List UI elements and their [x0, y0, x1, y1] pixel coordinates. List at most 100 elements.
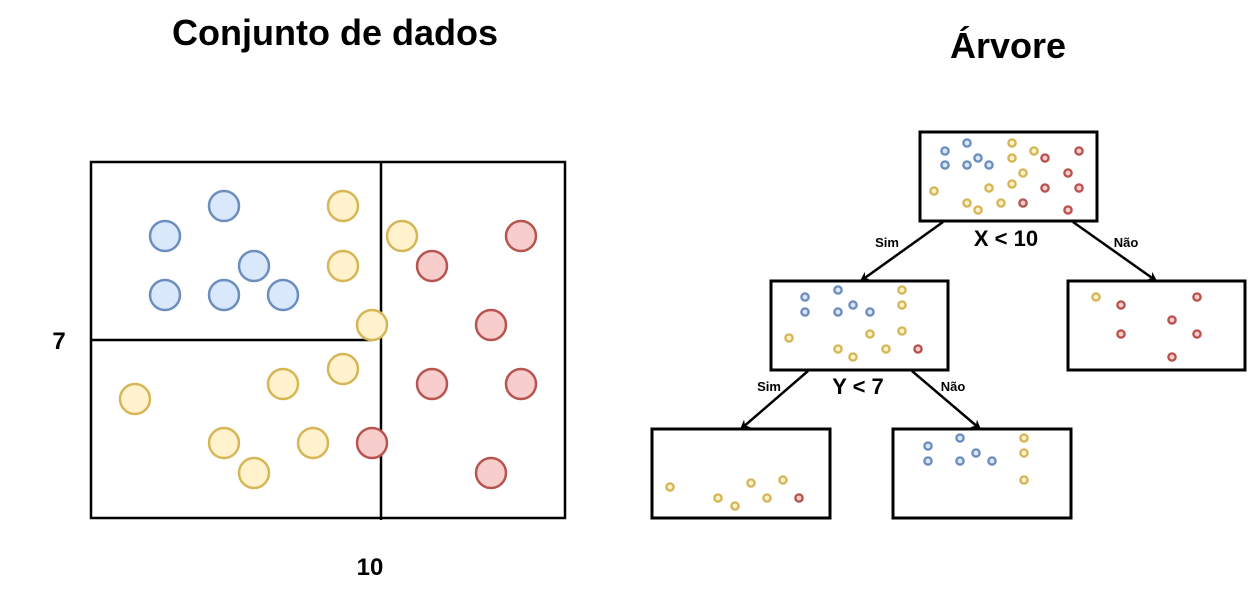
tree-left-right-leaf	[891, 427, 1073, 520]
node-dot-yellow	[929, 186, 939, 196]
node-dot-yellow	[865, 329, 875, 339]
node-dot-blue	[848, 300, 858, 310]
tree-left-node	[769, 279, 950, 372]
edge-child-yes	[739, 370, 809, 430]
node-dot-yellow	[848, 352, 858, 362]
node-dot-blue	[955, 456, 965, 466]
node-dot-red	[1167, 352, 1177, 362]
data-point-yellow	[237, 456, 271, 490]
node-dot-blue	[940, 146, 950, 156]
tree-node-dots	[665, 138, 1202, 511]
child-yes-label: Sim	[757, 379, 781, 394]
node-dot-blue	[940, 160, 950, 170]
node-dot-blue	[962, 138, 972, 148]
node-dot-blue	[923, 441, 933, 451]
root-condition-label: X < 10	[974, 226, 1038, 251]
tree-left-left-leaf	[650, 427, 832, 520]
child-no-label: Não	[941, 379, 966, 394]
y-split-label: 7	[52, 328, 65, 355]
node-dot-blue	[962, 160, 972, 170]
edge-child-no	[911, 370, 982, 430]
node-dot-yellow	[996, 198, 1006, 208]
edge-root-no	[1072, 220, 1158, 282]
node-dot-yellow	[897, 285, 907, 295]
data-point-yellow	[326, 249, 360, 283]
node-dot-red	[1116, 300, 1126, 310]
node-dot-yellow	[1091, 292, 1101, 302]
data-point-blue	[148, 278, 182, 312]
dataset-points	[118, 189, 538, 490]
node-dot-yellow	[713, 493, 723, 503]
node-dot-blue	[955, 433, 965, 443]
node-dot-red	[1040, 153, 1050, 163]
data-point-blue	[237, 249, 271, 283]
node-dot-yellow	[762, 493, 772, 503]
data-point-yellow	[326, 189, 360, 223]
node-dot-blue	[971, 448, 981, 458]
data-point-red	[504, 367, 538, 401]
node-dot-yellow	[897, 326, 907, 336]
node-dot-blue	[984, 160, 994, 170]
node-dot-yellow	[1029, 146, 1039, 156]
dataset-title: Conjunto de dados	[172, 12, 498, 53]
data-point-yellow	[118, 382, 152, 416]
node-dot-yellow	[1007, 138, 1017, 148]
data-point-blue	[148, 219, 182, 253]
data-point-red	[474, 456, 508, 490]
data-point-red	[504, 219, 538, 253]
node-dot-blue	[865, 307, 875, 317]
node-dot-red	[1063, 205, 1073, 215]
node-dot-yellow	[778, 475, 788, 485]
data-point-yellow	[385, 219, 419, 253]
node-dot-red	[1192, 329, 1202, 339]
node-dot-yellow	[833, 344, 843, 354]
node-dot-red	[1063, 168, 1073, 178]
node-dot-yellow	[897, 300, 907, 310]
data-point-yellow	[207, 426, 241, 460]
node-dot-blue	[923, 456, 933, 466]
node-dot-yellow	[962, 198, 972, 208]
node-dot-yellow	[984, 183, 994, 193]
data-point-blue	[266, 278, 300, 312]
node-dot-blue	[973, 153, 983, 163]
node-dot-yellow	[746, 478, 756, 488]
node-dot-yellow	[784, 333, 794, 343]
node-dot-red	[1192, 292, 1202, 302]
data-point-blue	[207, 189, 241, 223]
node-dot-yellow	[1007, 153, 1017, 163]
node-dot-blue	[833, 285, 843, 295]
node-dot-yellow	[1018, 168, 1028, 178]
node-dot-red	[1167, 315, 1177, 325]
child-condition-label: Y < 7	[832, 374, 884, 399]
data-point-red	[415, 367, 449, 401]
data-point-blue	[207, 278, 241, 312]
node-dot-yellow	[1019, 475, 1029, 485]
node-dot-yellow	[665, 482, 675, 492]
node-dot-blue	[987, 456, 997, 466]
node-dot-yellow	[1019, 448, 1029, 458]
tree-title: Árvore	[950, 25, 1066, 66]
root-no-label: Não	[1114, 235, 1139, 250]
node-dot-yellow	[1019, 433, 1029, 443]
data-point-yellow	[355, 308, 389, 342]
node-dot-red	[1116, 329, 1126, 339]
node-dot-red	[1018, 198, 1028, 208]
node-dot-yellow	[881, 344, 891, 354]
node-dot-red	[1040, 183, 1050, 193]
data-point-red	[355, 426, 389, 460]
data-point-red	[474, 308, 508, 342]
root-yes-label: Sim	[875, 235, 899, 250]
node-dot-yellow	[973, 205, 983, 215]
data-point-yellow	[266, 367, 300, 401]
node-dot-yellow	[1007, 179, 1017, 189]
data-point-yellow	[326, 352, 360, 386]
node-dot-red	[1074, 183, 1084, 193]
node-dot-blue	[833, 307, 843, 317]
edge-root-yes	[859, 220, 944, 282]
x-split-label: 10	[357, 554, 384, 581]
data-point-yellow	[296, 426, 330, 460]
node-dot-red	[794, 493, 804, 503]
node-dot-red	[1074, 146, 1084, 156]
node-dot-yellow	[730, 501, 740, 511]
